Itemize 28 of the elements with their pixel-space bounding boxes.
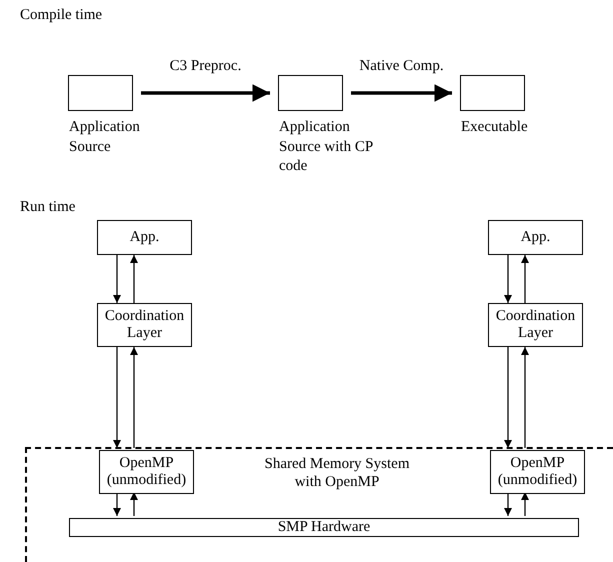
process-box: App.: [488, 220, 583, 255]
arrow: [130, 255, 138, 303]
arrow: [130, 347, 138, 448]
arrow: [504, 255, 512, 303]
arrow: [521, 347, 529, 448]
box-caption: Application Source: [69, 118, 141, 156]
arrow: [130, 492, 138, 516]
process-box: Coordination Layer: [488, 303, 583, 347]
process-box: OpenMP (unmodified): [490, 450, 585, 494]
box-caption: Application Source with CP code: [279, 118, 374, 176]
section-heading: Run time: [20, 198, 76, 217]
arrow: [521, 492, 529, 516]
region-label: Shared Memory System with OpenMP: [264, 455, 410, 491]
dashed-region: [25, 447, 613, 562]
process-box: SMP Hardware: [69, 518, 579, 537]
arrow: [351, 84, 452, 102]
arrow: [521, 255, 529, 303]
section-heading: Compile time: [20, 6, 102, 25]
arrow: [504, 492, 512, 516]
arrow: [113, 347, 121, 448]
arrow: [504, 347, 512, 448]
arrow: [113, 255, 121, 303]
arrow: [113, 492, 121, 516]
process-box: App.: [97, 220, 192, 255]
arrow: [141, 84, 270, 102]
box-caption: Executable: [461, 118, 529, 137]
process-box: OpenMP (unmodified): [99, 450, 194, 494]
process-box: Coordination Layer: [97, 303, 192, 347]
